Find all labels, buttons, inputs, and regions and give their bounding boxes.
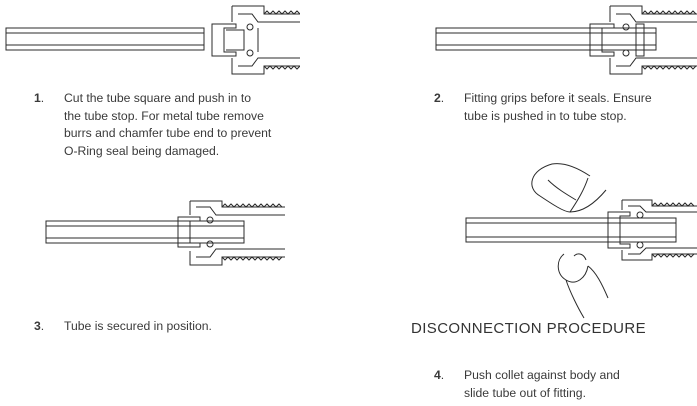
step-4-text: Push collet against body and slide tube …: [464, 368, 620, 400]
o-ring: [206, 216, 214, 224]
step-4-number: 4: [434, 368, 441, 382]
step-2-text: Fitting grips before it seals. Ensure tu…: [464, 91, 652, 123]
finger-upper: [531, 163, 607, 213]
step-3-period: .: [40, 319, 45, 333]
step-1-text: Cut the tube square and push in to the t…: [64, 91, 272, 158]
step-3-number: 3: [34, 319, 41, 333]
step-4: 4. Push collet against body and slide tu…: [434, 367, 696, 402]
step-3-text: Tube is secured in position.: [64, 319, 212, 333]
fitting-body: [609, 5, 697, 75]
fitting-body: [621, 199, 697, 261]
tube: [465, 217, 677, 243]
step-1-period: .: [40, 91, 45, 105]
step-4-period: .: [440, 368, 445, 382]
disconnection-heading: DISCONNECTION PROCEDURE: [411, 320, 647, 337]
o-ring: [246, 23, 254, 31]
collet: [607, 211, 631, 249]
collet: [589, 23, 615, 57]
figure-collet-pushed-by-finger: [460, 160, 697, 320]
o-ring: [636, 211, 644, 219]
step-2-period: .: [440, 91, 445, 105]
step-2: 2. Fitting grips before it seals. Ensure…: [434, 90, 696, 125]
fitting-body: [189, 200, 285, 266]
fitting-body: [231, 5, 300, 75]
step-3: 3. Tube is secured in position.: [34, 318, 324, 336]
figure-tube-before-insertion: [0, 0, 300, 80]
step-1: 1. Cut the tube square and push in to th…: [34, 90, 324, 160]
figure-tube-secured: [40, 195, 290, 270]
o-ring: [622, 23, 630, 31]
secured-tube: [45, 220, 245, 244]
figure-tube-gripped: [430, 0, 697, 80]
collet: [177, 216, 201, 248]
collet: [211, 23, 237, 57]
step-2-number: 2: [434, 91, 441, 105]
loose-tube: [5, 27, 205, 51]
finger-lower: [557, 253, 609, 319]
inserted-tube: [435, 27, 657, 51]
step-1-number: 1: [34, 91, 41, 105]
